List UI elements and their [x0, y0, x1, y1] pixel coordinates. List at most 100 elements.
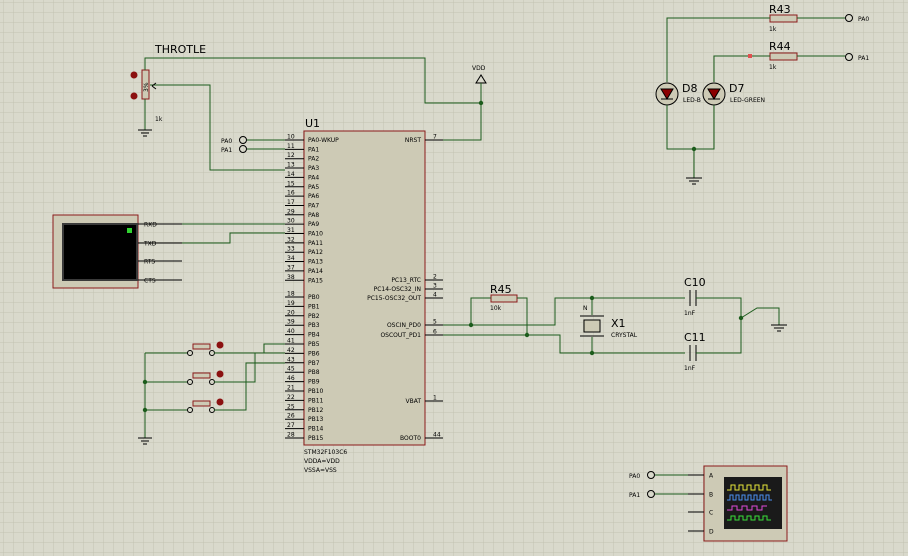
u1-pin-number: 46: [287, 375, 295, 382]
u1-pin-name: PB14: [308, 426, 324, 433]
throttle-ref: THROTLE: [154, 43, 206, 56]
u1-pin-name: BOOT0: [400, 435, 421, 442]
c11-ref: C11: [684, 331, 706, 344]
u1-pin-name: PB11: [308, 397, 324, 404]
u1-pin-name: PB10: [308, 388, 324, 395]
u1-pin-name: PA2: [308, 156, 319, 163]
u1-pin-name: OSCOUT_PD1: [380, 332, 421, 339]
u1-pin-name: PB2: [308, 313, 320, 320]
u1-pin-name: PB12: [308, 407, 324, 414]
u1-pin-name: PA15: [308, 277, 323, 284]
u1-pin-number: 21: [287, 385, 295, 392]
u1-body: [303, 130, 426, 446]
terminal-led: [127, 228, 132, 233]
u1-pin-name: PB7: [308, 360, 320, 367]
u1-pin-number: 34: [287, 255, 295, 262]
terminal-screen: [64, 225, 136, 279]
r45-value: 10k: [490, 305, 502, 312]
u1-pin-number: 16: [287, 190, 295, 197]
d8-ref: D8: [682, 82, 697, 95]
c11-value: 1nF: [684, 365, 696, 372]
u1-pin-name: PB6: [308, 350, 320, 357]
u1-pin-name: PA6: [308, 193, 319, 200]
u1-pin-number: 31: [287, 227, 295, 234]
x1-body: [583, 319, 601, 333]
push-button[interactable]: [145, 352, 285, 385]
scope-input-label: B: [709, 492, 713, 499]
terminal-pin-label: RXD: [144, 222, 157, 229]
u1-pin-number: 12: [287, 152, 295, 159]
push-button[interactable]: [145, 341, 285, 356]
u1-pin-name: PB5: [308, 341, 320, 348]
u1-pin-name: PB13: [308, 416, 324, 423]
d7-value: LED-GREEN: [730, 97, 765, 104]
u1-pin-number: 4: [433, 292, 437, 299]
terminal-pin-label: RTS: [144, 259, 155, 266]
terminal-pin-label: TXD: [143, 241, 157, 248]
r43-body: [769, 14, 798, 23]
u1-pin-number: 10: [287, 134, 295, 141]
throttle-pin-top: [130, 71, 138, 79]
throttle-potentiometer[interactable]: THROTLE 3% 1k: [130, 43, 482, 171]
push-buttons[interactable]: [138, 341, 285, 445]
port-pa1-terminal: [239, 145, 247, 153]
u1-pin-name: PB8: [308, 369, 320, 376]
terminal-pins: RXD TXD RTS CTS: [138, 222, 182, 285]
vdd-symbol: VDD: [425, 65, 487, 141]
u1-pin-number: 37: [287, 264, 295, 271]
u1-pin-number: 39: [287, 319, 295, 326]
u1-pin-name: PA3: [308, 165, 319, 172]
u1-pin-name: PA12: [308, 249, 323, 256]
oscillator-circuit[interactable]: R45 10k N X1 CRYSTAL C10 1nF C11 1nF: [443, 276, 787, 372]
r44-port: PA1: [858, 55, 869, 62]
u1-pin-name: PB9: [308, 379, 320, 386]
virtual-terminal[interactable]: RXD TXD RTS CTS: [52, 214, 285, 289]
d7-ref: D7: [729, 82, 744, 95]
scope-input-label: A: [709, 473, 714, 480]
x1-ref: X1: [611, 317, 626, 330]
u1-pin-number: 41: [287, 338, 295, 345]
r43-port: PA0: [858, 16, 869, 23]
u1-pin-number: 42: [287, 347, 295, 354]
scope-pa0-label: PA0: [629, 473, 640, 480]
terminal-pin-label: CTS: [144, 278, 156, 285]
u1-pin-number: 33: [287, 246, 295, 253]
u1-pin-name: PA5: [308, 184, 319, 191]
u1-pin-number: 22: [287, 394, 295, 401]
scope-input-label: C: [709, 510, 713, 517]
port-pa0-terminal: [239, 136, 247, 144]
throttle-value: 1k: [155, 116, 163, 123]
push-button[interactable]: [145, 362, 285, 413]
u1-pin-name: PA13: [308, 259, 323, 266]
u1-pin-number: 14: [287, 171, 295, 178]
r44-value: 1k: [769, 64, 777, 71]
u1-pin-name: PA9: [308, 221, 319, 228]
u1-pin-number: 7: [433, 134, 437, 141]
u1-pin-name: PB1: [308, 303, 320, 310]
u1-pin-name: PB3: [308, 322, 320, 329]
u1-pin-number: 32: [287, 236, 295, 243]
u1-port-labels: PA0 PA1: [221, 136, 285, 154]
u1-pin-name: PC15-OSC32_OUT: [367, 295, 421, 302]
u1-pin-number: 44: [433, 432, 441, 439]
r44-ref: R44: [769, 40, 791, 53]
u1-pin-name: NRST: [405, 137, 421, 144]
u1-pin-number: 29: [287, 208, 295, 215]
r43-value: 1k: [769, 26, 777, 33]
u1-pin-number: 45: [287, 366, 295, 373]
u1-pin-name: PA0-WKUP: [308, 137, 339, 144]
u1-pin-number: 13: [287, 162, 295, 169]
u1-part: STM32F103C6: [304, 449, 347, 456]
u1-pin-number: 43: [287, 356, 295, 363]
throttle-pot-label: 3%: [143, 82, 150, 92]
led-circuit[interactable]: R43 1k PA0 R44 1k PA1 D8 LED-B D7 LED-GR…: [655, 3, 869, 185]
u1-pin-name: PA14: [308, 268, 323, 275]
u1-pin-name: VBAT: [405, 398, 421, 405]
u1-pin-name: PB0: [308, 294, 320, 301]
port-pa1-label: PA1: [221, 147, 232, 154]
u1-pin-number: 19: [287, 300, 295, 307]
